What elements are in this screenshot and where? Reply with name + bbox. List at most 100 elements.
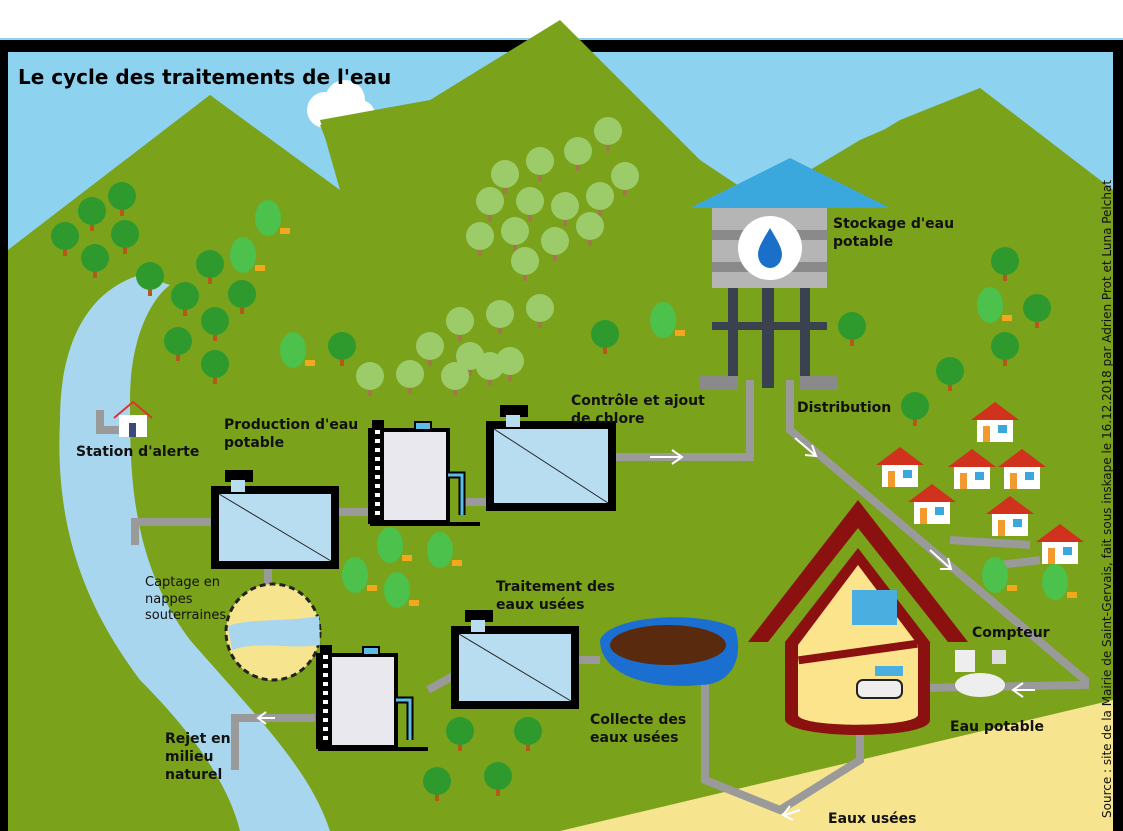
tank [451, 610, 579, 709]
tree [501, 217, 529, 251]
tree [171, 282, 199, 316]
tree [511, 247, 539, 281]
tree [136, 262, 164, 296]
bush-tree [650, 302, 685, 338]
village-houses [876, 402, 1084, 564]
bush-tree [977, 287, 1012, 323]
page-title: Le cycle des traitements de l'eau [18, 65, 391, 89]
tree [356, 362, 384, 396]
wastewater-pond [600, 617, 739, 686]
tree [196, 250, 224, 284]
tree [551, 192, 579, 226]
label-rejet-1: Rejet en [165, 731, 231, 747]
tree [838, 312, 866, 346]
meter-icon [875, 666, 903, 676]
tree [446, 717, 474, 751]
water-tower [690, 158, 890, 390]
house-cutaway [748, 500, 968, 735]
bush-tree [342, 557, 377, 593]
bush-tree [384, 572, 419, 608]
tree [486, 300, 514, 334]
tree [328, 332, 356, 366]
label-station-alerte: Station d'alerte [76, 444, 199, 460]
tree [446, 307, 474, 341]
label-compteur: Compteur [972, 625, 1050, 641]
tree [476, 187, 504, 221]
tree [594, 117, 622, 151]
tree [901, 392, 929, 426]
label-collecte-1: Collecte des [590, 712, 686, 728]
tree [416, 332, 444, 366]
tree [466, 222, 494, 256]
tree [514, 717, 542, 751]
label-controle-2: de chlore [571, 411, 644, 427]
label-captage-2: nappes [145, 592, 193, 607]
house [1036, 524, 1084, 564]
bathtub-icon [856, 679, 903, 699]
tree [564, 137, 592, 171]
groundwater-aquifer [224, 582, 322, 682]
label-stockage-1: Stockage d'eau [833, 216, 954, 232]
label-stockage-2: potable [833, 234, 893, 250]
tree [228, 280, 256, 314]
label-distribution: Distribution [797, 400, 891, 416]
bush-tree [982, 557, 1017, 593]
tree [81, 244, 109, 278]
tree [991, 247, 1019, 281]
tank [211, 470, 339, 569]
bush-tree [1042, 564, 1077, 600]
bush-tree [427, 532, 462, 568]
label-eaux-usees: Eaux usées [828, 811, 917, 827]
tree [611, 162, 639, 196]
label-production-2: potable [224, 435, 284, 451]
tree [396, 360, 424, 394]
tree [78, 197, 106, 231]
label-traitement-1: Traitement des [496, 579, 615, 595]
alert-station-house [113, 400, 153, 437]
house [971, 402, 1019, 442]
house [986, 496, 1034, 536]
tree [991, 332, 1019, 366]
tree [441, 362, 469, 396]
tree [526, 294, 554, 328]
bush-tree [280, 332, 315, 368]
label-collecte-2: eaux usées [590, 730, 678, 746]
tree [201, 350, 229, 384]
tree [108, 182, 136, 216]
tree [576, 212, 604, 246]
label-captage-1: Captage en [145, 575, 220, 590]
bush-tree [230, 237, 265, 273]
sink-icon [852, 590, 897, 625]
tree [586, 182, 614, 216]
flow-arrows [256, 437, 1035, 821]
label-captage-3: souterraines [145, 608, 226, 623]
tree [164, 327, 192, 361]
tree [201, 307, 229, 341]
trees [51, 117, 1077, 801]
label-rejet-3: naturel [165, 767, 222, 783]
label-controle-1: Contrôle et ajout [571, 393, 705, 409]
tanks [211, 405, 616, 751]
tree [541, 227, 569, 261]
tree [51, 222, 79, 256]
river [59, 275, 330, 831]
treatment-tower [316, 645, 428, 751]
house [908, 484, 956, 524]
tank [486, 405, 616, 511]
bush-tree [377, 527, 412, 563]
tree [1023, 294, 1051, 328]
toilet-icon [955, 650, 1006, 697]
house [876, 447, 924, 487]
source-credit: Source : site de la Mairie de Saint-Gerv… [1100, 180, 1114, 818]
tree [491, 160, 519, 194]
tree [484, 762, 512, 796]
sand-area [560, 700, 1113, 831]
tree [516, 187, 544, 221]
label-production-1: Production d'eau [224, 417, 358, 433]
tree [936, 357, 964, 391]
label-traitement-2: eaux usées [496, 597, 584, 613]
treatment-tower [368, 420, 480, 526]
tree [526, 147, 554, 181]
house [998, 449, 1046, 489]
